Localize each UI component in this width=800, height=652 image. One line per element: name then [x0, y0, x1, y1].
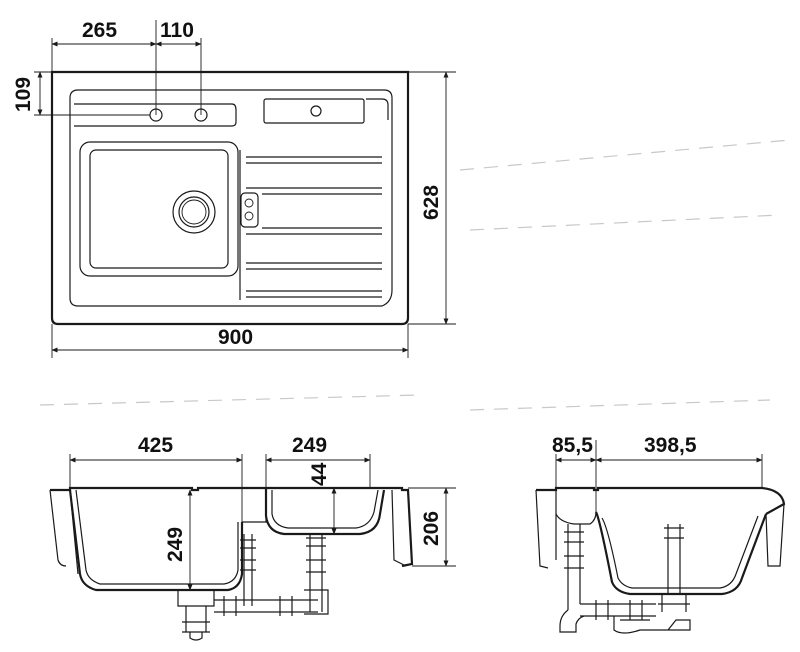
dim-44-label: 44 [308, 462, 331, 486]
drainer-grooves [239, 150, 382, 300]
dim-900-label: 900 [218, 326, 253, 349]
dim-109-label: 109 [12, 77, 35, 112]
dim-265-label: 265 [82, 19, 117, 42]
overflow [240, 192, 259, 228]
accessory-tray [263, 98, 365, 124]
top-view: 265 110 109 628 900 [12, 19, 456, 358]
front-section-view: 425 249 44 249 206 [49, 434, 456, 641]
dim-85-5-label: 85,5 [552, 434, 593, 457]
dim-206-label: 206 [420, 511, 443, 546]
main-bowl [79, 141, 239, 277]
dim-249-top-label: 249 [292, 434, 327, 457]
dim-425-label: 425 [138, 434, 173, 457]
dim-110-label: 110 [160, 19, 194, 42]
dim-249-side-label: 249 [164, 527, 187, 562]
dim-398-5-label: 398,5 [644, 434, 697, 457]
background-artifacts [39, 139, 791, 411]
drain [172, 190, 216, 234]
dim-628-label: 628 [420, 185, 443, 220]
side-section-view: 85,5 398,5 [535, 434, 786, 634]
